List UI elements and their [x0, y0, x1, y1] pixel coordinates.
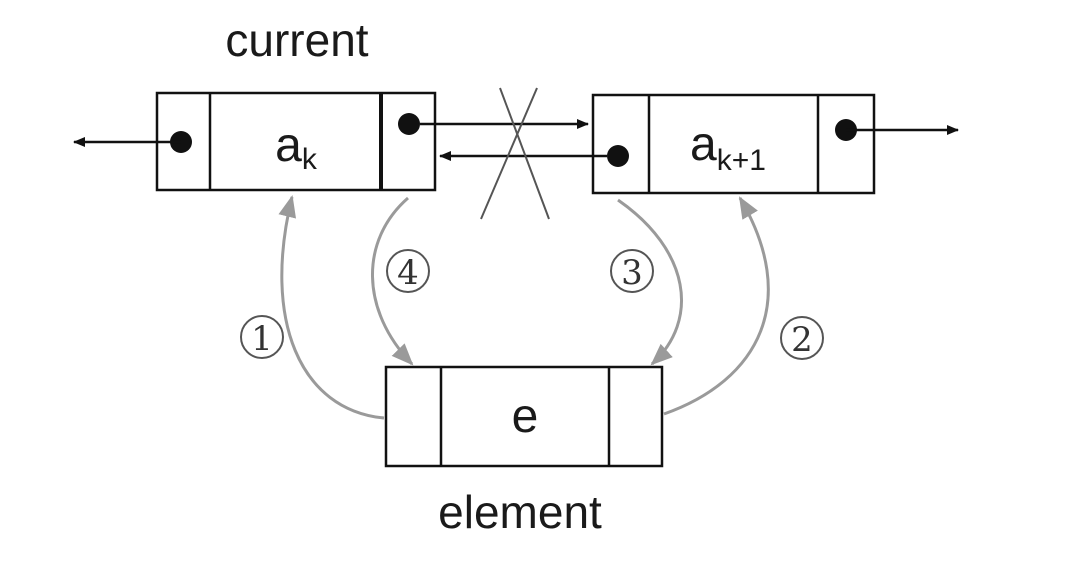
node-ak-label: ak [275, 119, 318, 176]
step-2-badge: 2 [780, 316, 824, 360]
step-1-badge: 1 [240, 315, 284, 359]
step-4-arrow [371, 196, 414, 366]
ak1-prev-pointer-dot [607, 145, 629, 167]
node-ak1-sub: k+1 [717, 144, 766, 177]
node-ak-sub: k [302, 143, 318, 176]
ak-next-pointer-dot [398, 113, 420, 135]
cross-mark [480, 87, 550, 220]
element-label: element [438, 486, 602, 538]
step-2-arrow [663, 196, 770, 416]
step-3-badge: 3 [610, 249, 654, 293]
node-e: e [384, 365, 664, 468]
node-ak1-label: ak+1 [690, 118, 766, 177]
node-ak: ak [155, 91, 437, 192]
current-label: current [225, 14, 368, 66]
step-1-number: 1 [251, 319, 273, 359]
step-3-number: 3 [621, 253, 643, 293]
node-e-label: e [512, 390, 539, 443]
step-4-number: 4 [397, 253, 419, 293]
node-ak1-base: a [690, 118, 717, 171]
step-4-badge: 4 [386, 249, 430, 293]
step-3-arrow [617, 198, 684, 366]
step-2-number: 2 [791, 320, 813, 360]
node-ak1: ak+1 [591, 93, 876, 195]
step-1-arrow [278, 195, 385, 420]
node-ak-base: a [275, 119, 302, 172]
